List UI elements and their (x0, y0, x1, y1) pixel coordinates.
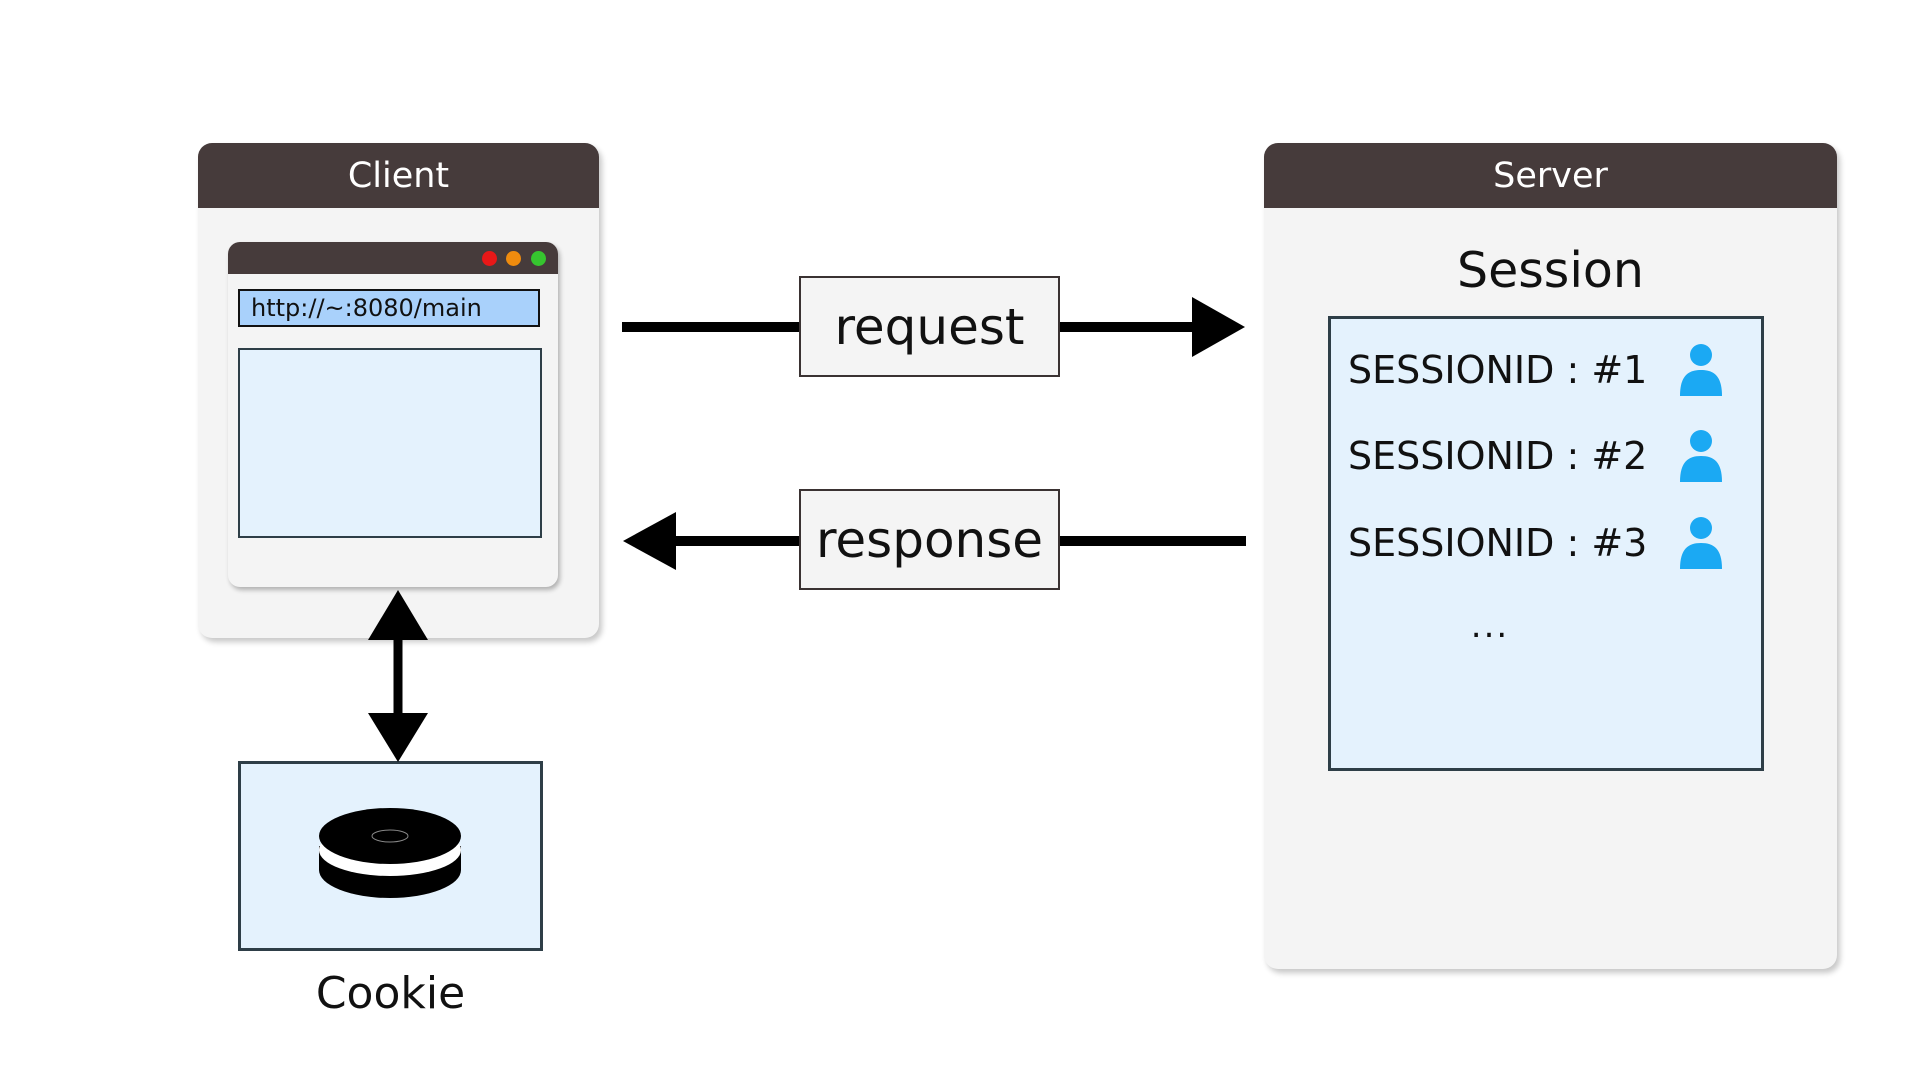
url-bar: http://~:8080/main (238, 289, 540, 327)
client-title: Client (198, 143, 599, 208)
session-row: SESSIONID : #2 (1348, 426, 1758, 486)
session-id-label: SESSIONID : #1 (1348, 348, 1648, 392)
server-title: Server (1264, 143, 1837, 208)
user-icon (1680, 430, 1722, 482)
close-dot-icon (482, 251, 497, 266)
user-icon (1680, 344, 1722, 396)
session-id-label: SESSIONID : #3 (1348, 521, 1648, 565)
cookie-arrow-up-icon (368, 590, 428, 640)
request-arrowhead-icon (1192, 297, 1245, 357)
maximize-dot-icon (531, 251, 546, 266)
browser-window: http://~:8080/main (228, 242, 558, 587)
request-label-box: request (799, 276, 1060, 377)
session-row: SESSIONID : #3 (1348, 513, 1758, 573)
cookie-box (238, 761, 543, 951)
minimize-dot-icon (506, 251, 521, 266)
browser-title-bar (228, 242, 558, 274)
session-id-label: SESSIONID : #2 (1348, 434, 1648, 478)
response-label-box: response (799, 489, 1060, 590)
session-row: SESSIONID : #1 (1348, 340, 1758, 400)
cookie-icon (319, 808, 461, 898)
cookie-label: Cookie (315, 968, 466, 1019)
response-arrowhead-icon (623, 512, 676, 570)
session-title: Session (1457, 242, 1644, 299)
cookie-arrow-down-icon (368, 713, 428, 762)
browser-page-area (238, 348, 542, 538)
request-label: request (834, 297, 1025, 356)
user-icon (1680, 517, 1722, 569)
response-label: response (815, 510, 1044, 569)
more-sessions-ellipsis: ... (1470, 606, 1510, 646)
